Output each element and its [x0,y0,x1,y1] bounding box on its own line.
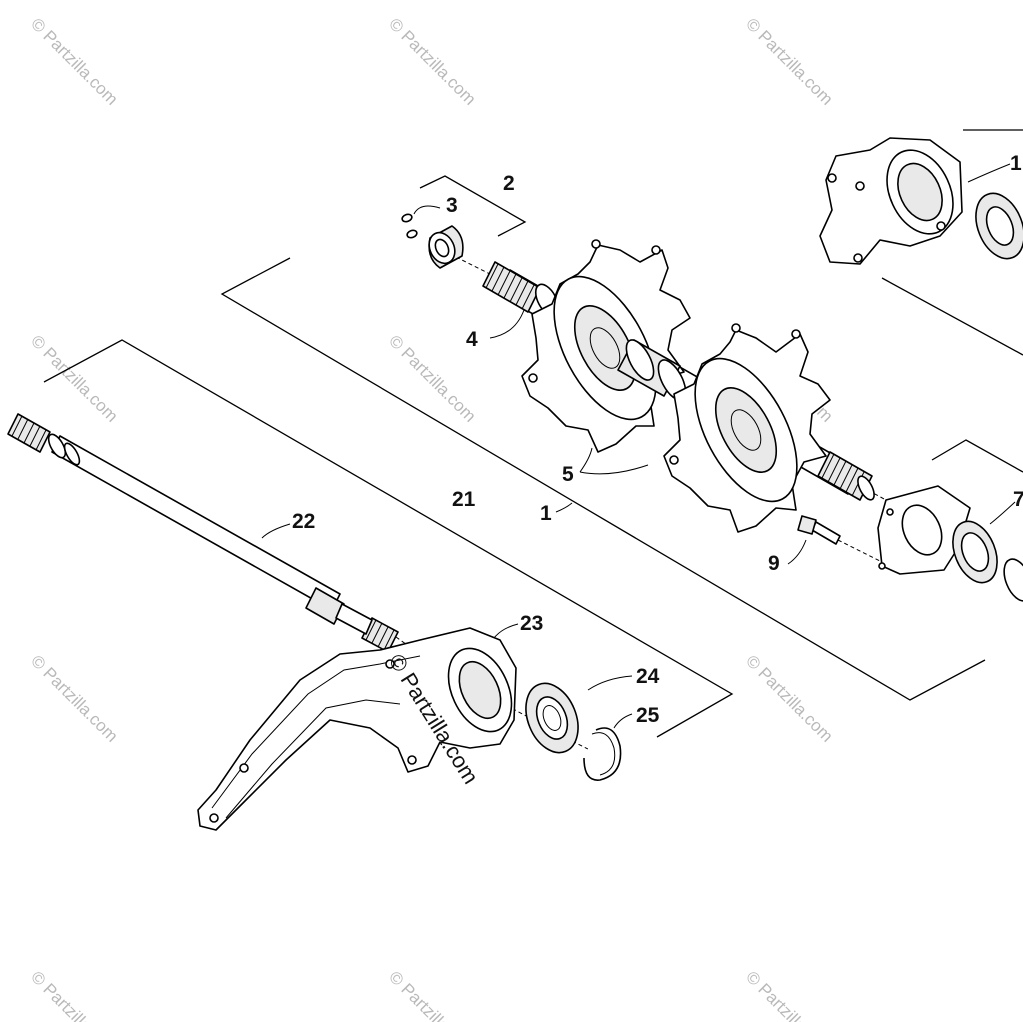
leader-25 [613,713,633,729]
axis-line [861,486,887,501]
leader-7 [989,501,1016,525]
callout-7: 7 [1013,488,1023,511]
bracket-item-7 [931,439,1023,473]
part-bearing-housing-top [819,137,963,265]
watermark-layer: © Partzilla.com © Partzilla.com © Partzi… [27,14,836,1022]
callout-24: 24 [636,665,660,688]
watermark: © Partzilla.com [385,967,479,1022]
callout-22: 22 [292,510,315,533]
callout-11: 1 [1010,152,1022,175]
bracket-item-1 [220,257,986,701]
watermark: © Partzilla.com [27,651,121,745]
leader-1 [555,502,573,513]
axis-line [455,256,493,276]
callout-1: 1 [540,502,552,525]
callout-2: 2 [503,172,515,195]
watermark: © Partzilla.com [385,14,479,108]
assembly-brackets [43,129,1023,738]
callout-labels: 2 3 4 5 1 9 7 1 21 22 23 24 25 [292,152,1023,727]
sprocket-left [521,239,691,453]
part-bearing-24 [525,682,579,754]
watermark: © Partzilla.com [742,651,836,745]
watermark: © Partzilla.com [27,14,121,108]
bracket-top-right-axis [881,277,1023,356]
part-retaining-ring [583,727,622,781]
watermark: © Partzilla.com [742,14,836,108]
leader-11 [967,163,1011,183]
axis-line [565,737,591,751]
axis-line [837,539,883,563]
part-retaining-ring-right [1003,558,1023,602]
leader-9 [787,539,807,565]
leader-24 [587,675,633,691]
callout-21: 21 [452,488,476,511]
callout-9: 9 [768,552,780,575]
part-seal [952,520,998,584]
watermark: © Partzilla.com [742,967,836,1022]
leader-3 [413,205,441,215]
callout-4: 4 [466,328,478,351]
watermark: © Partzilla.com [27,967,121,1022]
bracket-item-2 [419,175,527,237]
part-drive-arm [197,627,517,831]
leader-5a [579,464,649,475]
sprocket-right [663,323,831,533]
part-drive-shaft-assembly [482,239,875,533]
callout-3: 3 [446,194,458,217]
leader-5b [579,447,593,473]
watermark: © Partzilla.com [27,331,121,425]
part-bearing-top [975,192,1023,260]
part-pins [401,213,418,239]
callout-5: 5 [562,463,574,486]
center-hub [617,339,687,401]
leader-23 [493,623,519,639]
part-flange-plate [877,485,971,575]
part-axle-shaft [7,413,399,653]
bracket-item-21 [43,339,734,738]
leader-22 [261,523,291,539]
part-bushing-cap [428,225,464,269]
leader-4 [489,309,525,339]
part-bolt [797,515,841,545]
callout-23: 23 [520,612,543,635]
callout-25: 25 [636,704,660,727]
